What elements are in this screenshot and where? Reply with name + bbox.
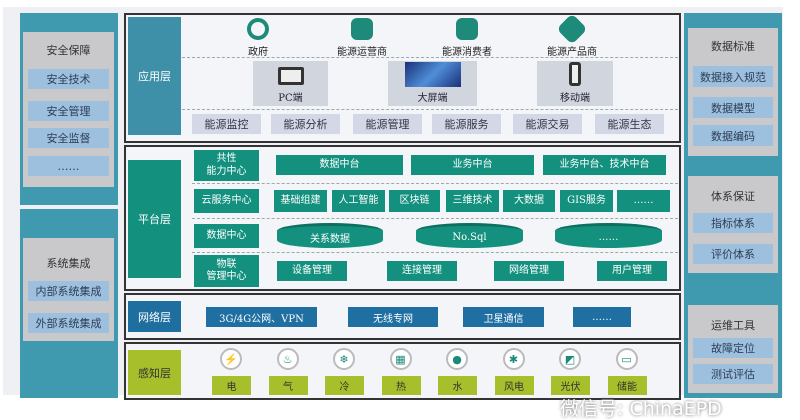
data-standard-title: 数据标准 xyxy=(711,40,755,53)
heat-icon: ▦ xyxy=(389,348,412,370)
network-item: …… xyxy=(573,307,631,327)
flame-icon: ♨ xyxy=(276,348,299,370)
role-operator: 能源运营商 xyxy=(317,18,407,58)
device-label: 移动端 xyxy=(560,93,590,104)
database-cylinder: …… xyxy=(555,223,662,248)
network-item: 卫星通信 xyxy=(463,307,544,327)
sensing-item: 储能 xyxy=(607,376,647,395)
sensing-item: 光伏 xyxy=(551,376,590,395)
function-item: 能源监控 xyxy=(192,114,261,134)
wind-turbine-icon: ✱ xyxy=(502,348,525,370)
security-item: 安全技术 xyxy=(28,69,109,89)
device-pc: PC端 xyxy=(253,61,328,106)
platform-item: 网络管理 xyxy=(494,261,564,281)
security-title: 安全保障 xyxy=(46,44,91,57)
product-cube-icon xyxy=(556,13,588,45)
big-screen-icon xyxy=(404,62,461,87)
security-item: 安全管理 xyxy=(28,101,109,121)
iot-management-center: 物联 管理中心 xyxy=(194,255,259,287)
integration-item: 外部系统集成 xyxy=(28,313,109,333)
solar-panel-icon: ◩ xyxy=(559,348,581,370)
ops-item: 故障定位 xyxy=(693,338,773,358)
device-mobile: 移动端 xyxy=(537,61,613,106)
divider xyxy=(182,57,678,58)
battery-icon: ▭ xyxy=(615,348,638,370)
platform-layer-label: 平台层 xyxy=(128,160,181,278)
sensing-item: 电 xyxy=(212,376,251,395)
network-item: 3G/4G公网、VPN xyxy=(206,307,317,327)
platform-item: …… xyxy=(617,190,670,212)
device-label: 大屏端 xyxy=(417,93,448,104)
sensing-layer-label: 感知层 xyxy=(128,350,181,395)
laurel-icon xyxy=(247,18,269,40)
platform-item: 用户管理 xyxy=(597,261,667,281)
device-bigscreen: 大屏端 xyxy=(388,61,477,106)
snowflake-icon: ❄ xyxy=(333,348,355,370)
security-item: …… xyxy=(28,156,109,176)
platform-item: 数据中台 xyxy=(276,155,403,175)
security-item: 安全监督 xyxy=(28,128,109,148)
lightning-icon: ⚡ xyxy=(220,348,242,370)
role-label: 政府 xyxy=(248,47,268,58)
ops-item: 测试评估 xyxy=(693,364,773,384)
system-guarantee-title: 体系保证 xyxy=(711,190,755,203)
database-coins-icon xyxy=(351,18,373,40)
standard-item: 数据模型 xyxy=(693,97,773,118)
role-consumer: 能源消费者 xyxy=(422,18,512,58)
divider xyxy=(192,252,678,253)
role-label: 能源消费者 xyxy=(442,47,492,58)
integration-title: 系统集成 xyxy=(46,257,91,270)
common-capability-center: 共性 能力中心 xyxy=(194,150,259,181)
platform-item: 连接管理 xyxy=(387,261,457,281)
sensing-item: 热 xyxy=(381,376,421,395)
application-layer-label: 应用层 xyxy=(128,17,181,135)
phone-icon xyxy=(569,62,581,86)
function-item: 能源交易 xyxy=(513,114,582,134)
divider xyxy=(192,183,678,184)
role-label: 能源产品商 xyxy=(547,47,597,58)
sensing-item: 冷 xyxy=(325,376,364,395)
standard-item: 数据接入规范 xyxy=(693,66,773,87)
sensing-item: 风电 xyxy=(494,376,534,395)
network-item: 无线专网 xyxy=(348,307,438,327)
role-label: 能源运营商 xyxy=(337,47,387,58)
platform-item: 基础组建 xyxy=(274,190,327,212)
guarantee-item: 指标体系 xyxy=(693,213,773,233)
standard-item: 数据编码 xyxy=(693,125,773,146)
guarantee-item: 评价体系 xyxy=(693,244,773,264)
function-item: 能源管理 xyxy=(353,114,422,134)
sensing-item: 气 xyxy=(268,376,308,395)
platform-item: 设备管理 xyxy=(277,261,347,281)
integration-item: 内部系统集成 xyxy=(28,281,109,301)
platform-item: 人工智能 xyxy=(332,190,385,212)
divider xyxy=(182,109,678,110)
role-government: 政府 xyxy=(213,18,303,58)
monitor-icon xyxy=(277,67,304,85)
device-label: PC端 xyxy=(278,93,303,104)
platform-item: 三维技术 xyxy=(446,190,499,212)
function-item: 能源服务 xyxy=(432,114,501,134)
platform-item: 业务中台 xyxy=(411,155,534,175)
sensing-item: 水 xyxy=(438,376,477,395)
platform-item: GIS服务 xyxy=(560,190,613,212)
database-cylinder: 关系数据 xyxy=(277,223,383,248)
function-item: 能源分析 xyxy=(271,114,340,134)
platform-item: 区块链 xyxy=(389,190,440,212)
ops-tools-title: 运维工具 xyxy=(711,319,755,332)
platform-item: 业务中台、技术中台 xyxy=(543,155,666,175)
function-item: 能源生态 xyxy=(595,114,664,134)
data-center: 数据中心 xyxy=(194,224,259,248)
water-drop-icon: ● xyxy=(446,348,468,370)
divider xyxy=(192,218,678,219)
database-cylinder: No.Sql xyxy=(416,223,523,248)
network-layer-label: 网络层 xyxy=(128,301,181,332)
platform-item: 大数据 xyxy=(503,190,555,212)
watermark: 微信号: ChinaEPD xyxy=(560,398,722,420)
people-group-icon xyxy=(456,18,478,40)
cloud-service-center: 云服务中心 xyxy=(194,189,259,213)
role-producer: 能源产品商 xyxy=(527,13,617,58)
